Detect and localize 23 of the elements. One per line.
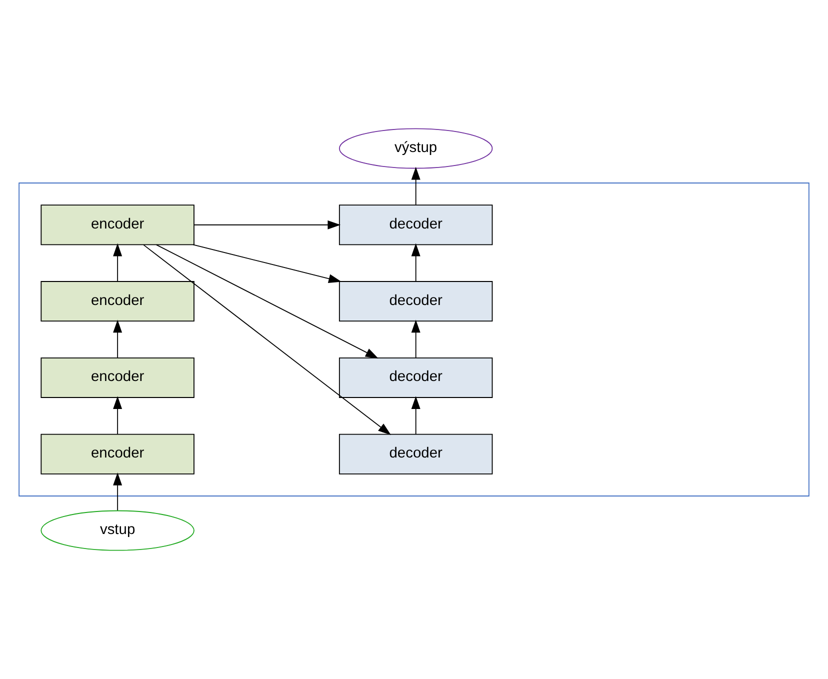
arrow bbox=[411, 166, 420, 206]
arrow bbox=[194, 220, 341, 230]
arrow bbox=[113, 472, 122, 511]
cluster bbox=[18, 182, 810, 496]
arrow bbox=[411, 396, 420, 434]
arrow bbox=[411, 243, 420, 282]
node-box: decoder bbox=[338, 357, 493, 398]
arrow bbox=[143, 244, 391, 436]
arrow bbox=[113, 243, 122, 282]
node-ellipse: vstup bbox=[40, 510, 194, 551]
arrow bbox=[411, 320, 420, 358]
arrow bbox=[192, 244, 342, 284]
node-box: decoder bbox=[338, 281, 493, 322]
node-box: decoder bbox=[338, 434, 493, 474]
arrow bbox=[113, 396, 122, 434]
node-ellipse: výstup bbox=[338, 128, 493, 169]
arrow bbox=[113, 320, 122, 358]
node-box: encoder bbox=[40, 281, 194, 322]
node-box: encoder bbox=[40, 434, 194, 474]
arrow bbox=[156, 244, 378, 359]
node-box: encoder bbox=[40, 357, 194, 398]
node-box: encoder bbox=[40, 204, 194, 246]
node-box: decoder bbox=[338, 204, 493, 246]
